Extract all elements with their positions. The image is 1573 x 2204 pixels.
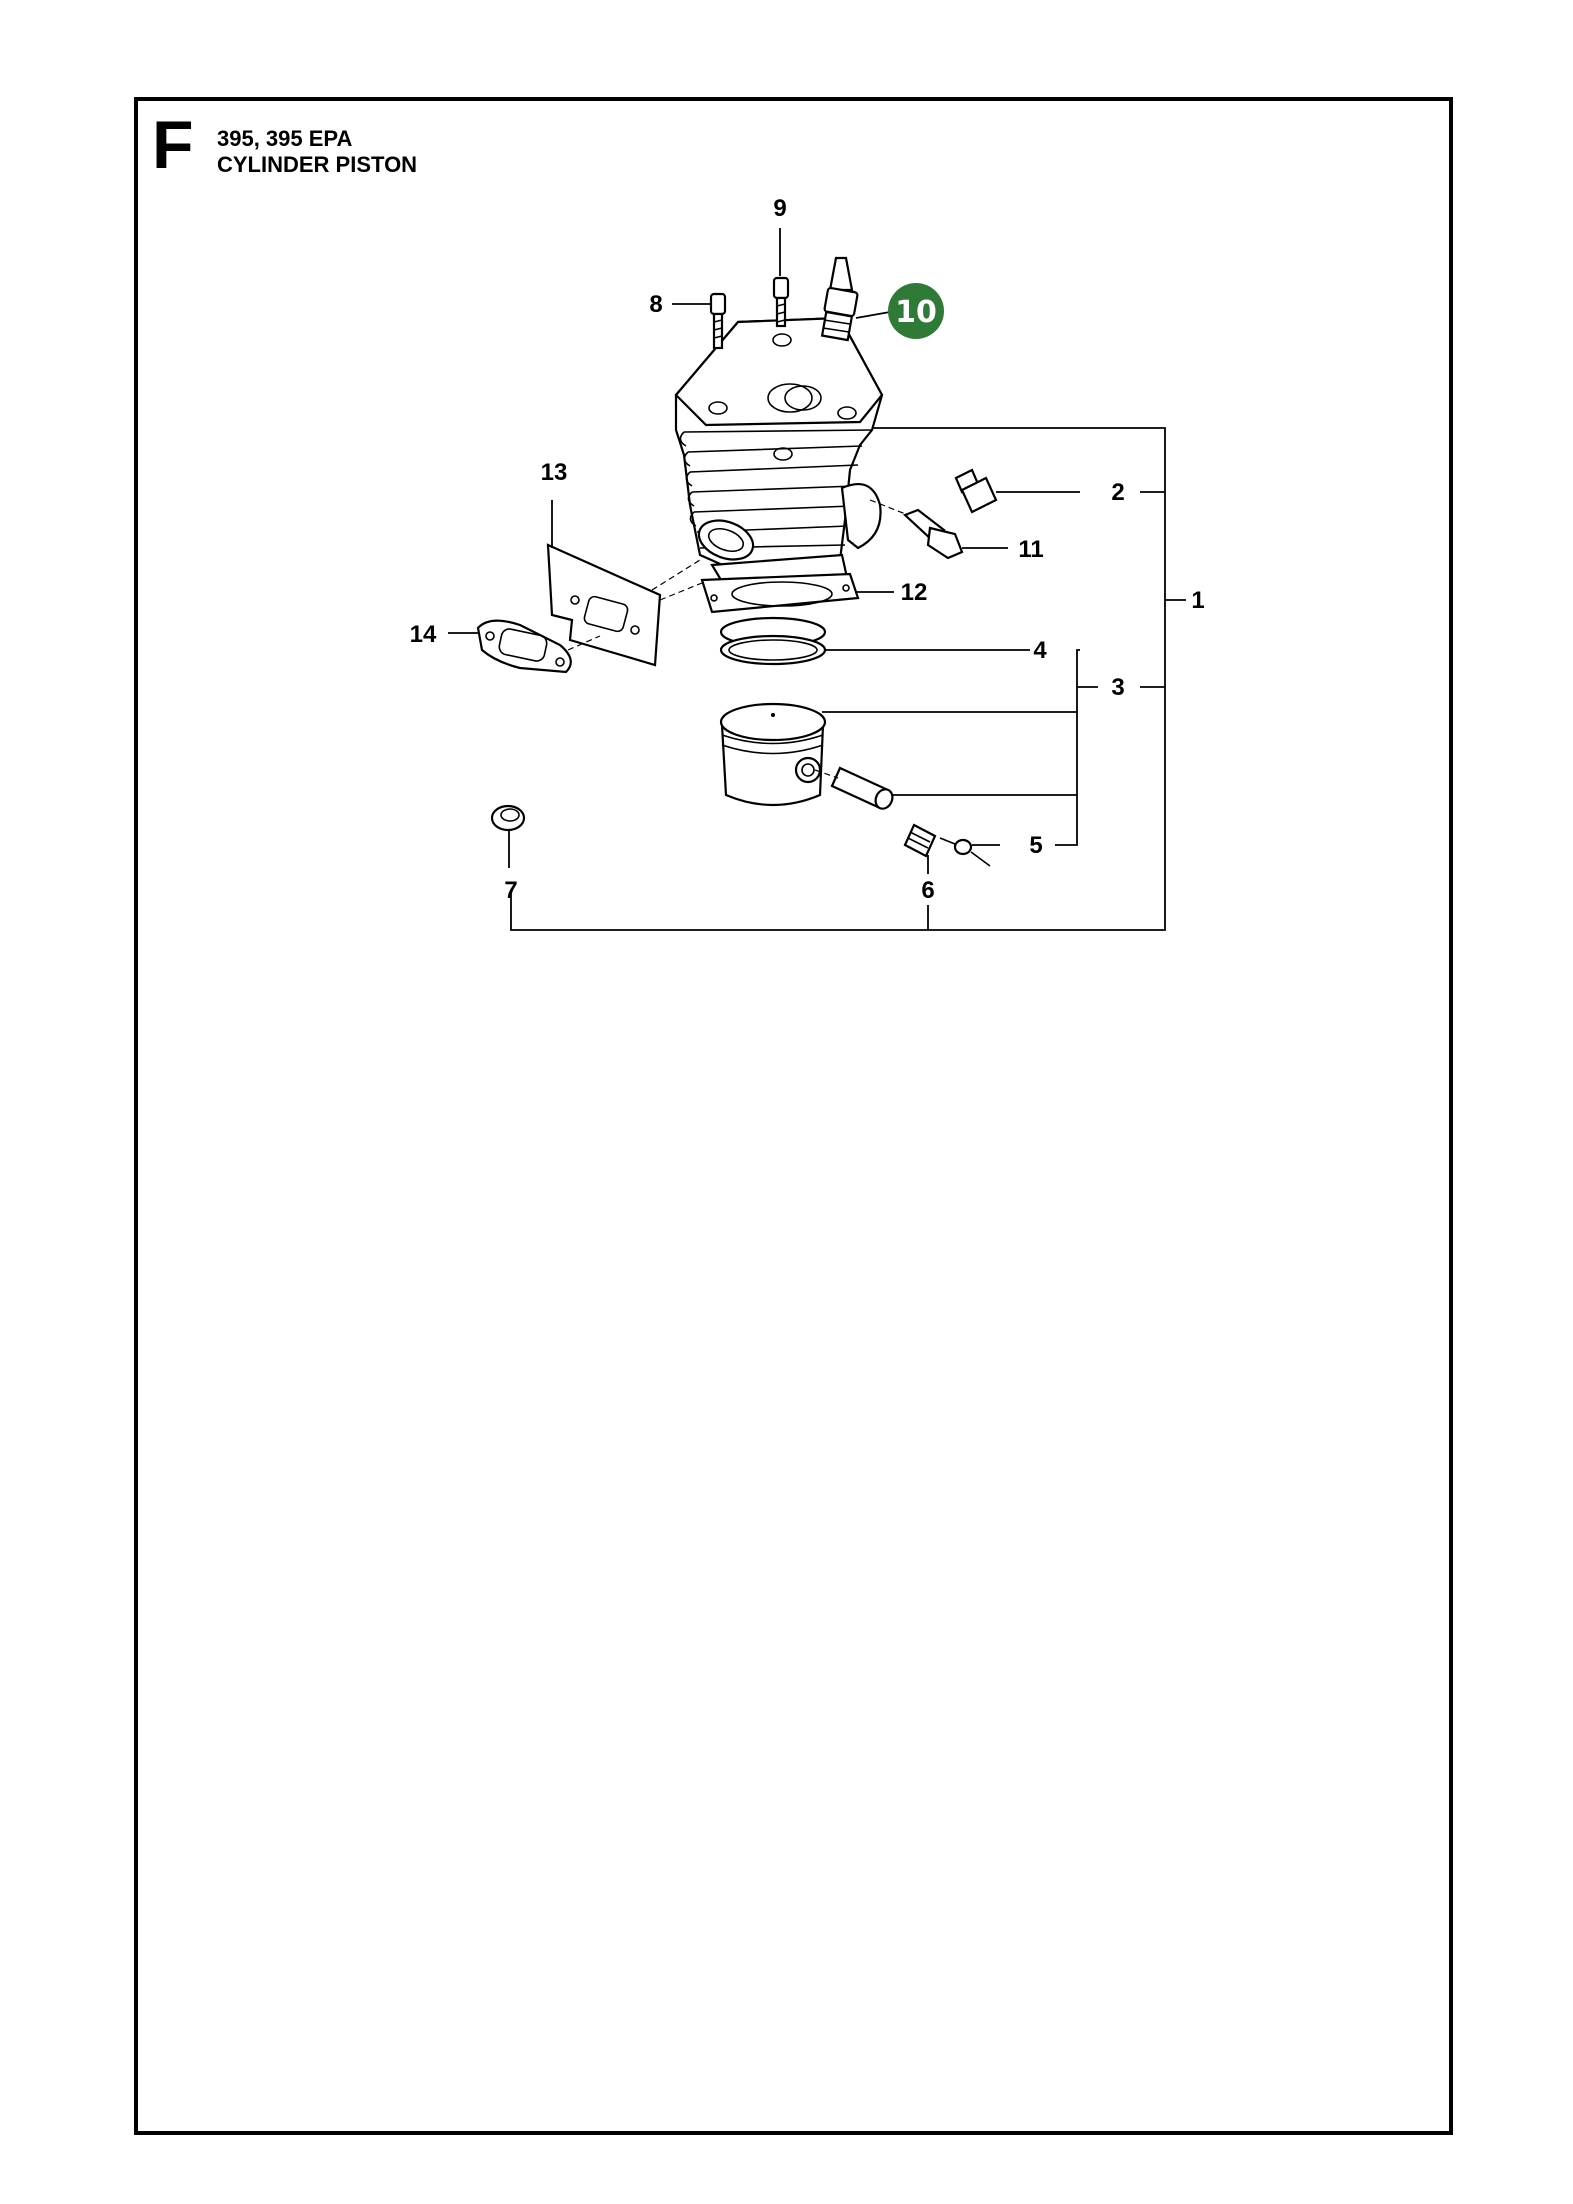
callout-8: 8	[649, 291, 662, 318]
exhaust-gasket-part	[448, 619, 601, 674]
plug-part-7	[490, 804, 526, 868]
diagram-title: CYLINDER PISTON	[217, 152, 418, 177]
needle-bearing-part	[903, 823, 937, 874]
piston-pin-part	[814, 766, 894, 810]
callout-10: 10	[895, 295, 937, 330]
callout-12: 12	[901, 579, 928, 606]
callout-11: 11	[1018, 536, 1043, 563]
page-frame	[134, 97, 1453, 2135]
circlip-part	[939, 837, 1000, 867]
cylinder-part	[674, 316, 884, 597]
callout-6: 6	[921, 877, 934, 904]
section-letter: F	[152, 107, 194, 183]
callout-7: 7	[504, 877, 517, 904]
callout-5: 5	[1029, 832, 1042, 859]
spark-plug-part	[820, 256, 891, 342]
plug-part-11	[869, 499, 1008, 560]
piston-part	[719, 702, 827, 807]
decompression-valve-part	[954, 468, 1080, 514]
screw-part-9	[772, 276, 790, 328]
group-bracket-3	[822, 649, 1098, 846]
callout-3: 3	[1111, 674, 1124, 701]
intake-gasket-part	[546, 500, 703, 667]
cylinder-gasket-part	[700, 572, 894, 614]
screw-part-8	[709, 292, 727, 350]
callout-14: 14	[410, 621, 437, 648]
model-name: 395, 395 EPA	[217, 126, 353, 151]
callout-2: 2	[1111, 479, 1124, 506]
callout-13: 13	[541, 459, 568, 486]
group-bracket-1	[510, 427, 1186, 931]
callout-1: 1	[1191, 587, 1204, 614]
highlighted-callout-10: 10	[888, 283, 944, 339]
piston-rings-part	[719, 616, 1030, 666]
callout-9: 9	[773, 195, 786, 222]
callout-4: 4	[1033, 637, 1047, 664]
